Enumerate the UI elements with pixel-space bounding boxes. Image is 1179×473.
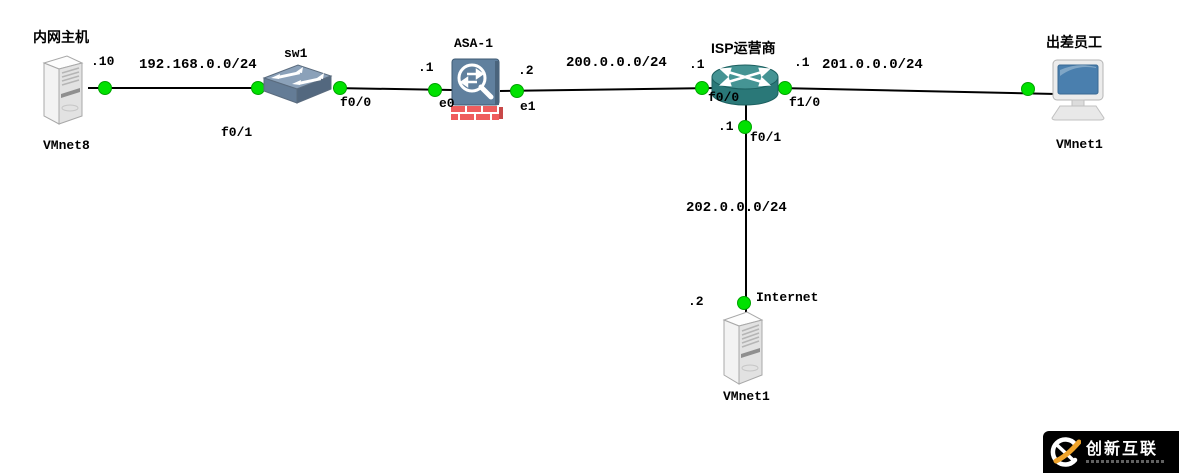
isp-router-title: ISP运营商 (711, 40, 776, 56)
link-lines (88, 87, 1057, 312)
asa-inside-if: e0 (439, 96, 455, 111)
endpoint-dot (1021, 82, 1035, 96)
pc-icon (1051, 59, 1105, 121)
switch-if-f0-0: f0/0 (340, 95, 372, 110)
isp-if-f0-1: f0/1 (750, 130, 782, 145)
internet-server-caption: VMnet1 (723, 389, 770, 404)
brand-name: 创新互联 (1086, 441, 1159, 458)
endpoint-dot (695, 81, 709, 95)
internal-host-address: .10 (91, 54, 115, 69)
switch-title: sw1 (284, 46, 308, 61)
asa-title: ASA-1 (454, 36, 494, 51)
router-icon (711, 64, 779, 106)
brand-logo-icon (1050, 437, 1081, 467)
endpoint-dot (738, 120, 752, 134)
isp-f00-address: .1 (689, 57, 705, 72)
isp-f10-address: .1 (794, 55, 810, 70)
switch-if-f0-1: f0/1 (221, 125, 253, 140)
device-asa-firewall[interactable] (446, 56, 506, 129)
endpoint-dot (737, 296, 751, 310)
remote-laptop-title: 出差员工 (1046, 34, 1102, 50)
isp-if-f1-0: f1/0 (789, 95, 821, 110)
server-icon (42, 55, 84, 125)
internet-server-title: Internet (756, 290, 819, 305)
internal-host-caption: VMnet8 (43, 138, 90, 153)
device-remote-laptop[interactable] (1046, 56, 1112, 127)
server-icon (722, 311, 764, 385)
internal-host-title: 内网主机 (33, 29, 89, 45)
network-inside-lan: 192.168.0.0/24 (139, 57, 257, 73)
asa-inside-address: .1 (418, 60, 434, 75)
isp-if-f0-0: f0/0 (708, 90, 740, 105)
network-isp-laptop: 201.0.0.0/24 (822, 57, 923, 73)
asa-outside-if: e1 (520, 99, 536, 114)
link-router-laptop (777, 87, 1057, 95)
link-asa-router (499, 87, 716, 92)
device-switch-sw1[interactable] (256, 60, 338, 113)
brand-subtext-strip (1086, 460, 1166, 463)
switch-icon (262, 64, 333, 104)
firewall-icon (451, 58, 503, 120)
remote-laptop-caption: VMnet1 (1056, 137, 1103, 152)
endpoint-dot (333, 81, 347, 95)
device-isp-router[interactable] (708, 60, 782, 115)
isp-f01-address: .1 (718, 119, 734, 134)
asa-outside-address: .2 (518, 63, 534, 78)
device-internet-server[interactable] (714, 306, 772, 391)
watermark-badge: 创新互联 (1043, 431, 1179, 473)
internet-server-address: .2 (688, 294, 704, 309)
endpoint-dot (98, 81, 112, 95)
endpoint-dot (510, 84, 524, 98)
endpoint-dots (98, 81, 1035, 310)
device-internal-host[interactable] (34, 50, 92, 131)
network-isp-internet: 202.0.0.0/24 (686, 200, 787, 216)
network-asa-isp: 200.0.0.0/24 (566, 55, 667, 71)
endpoint-dot (428, 83, 442, 97)
